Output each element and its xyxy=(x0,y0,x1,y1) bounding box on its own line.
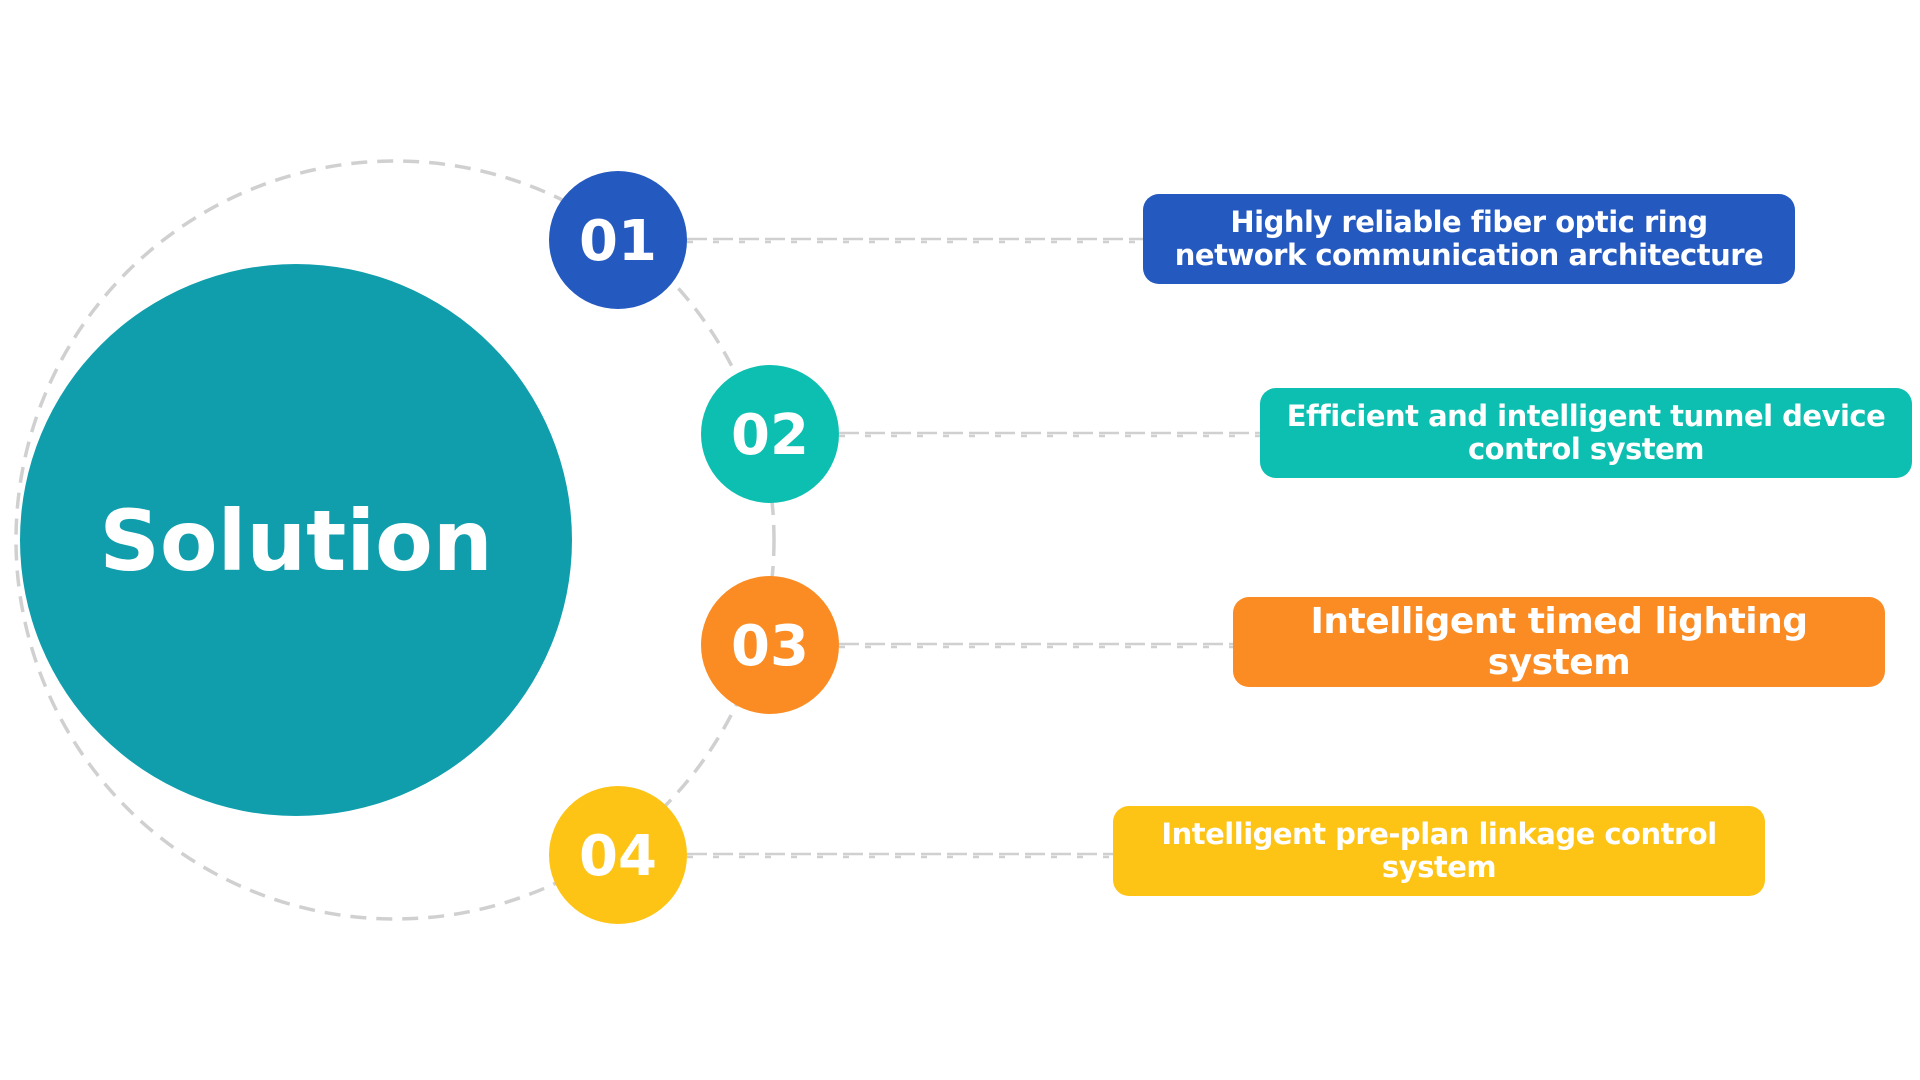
dashed-guide-ring xyxy=(14,159,776,921)
item-box-03: Intelligent timed lighting system xyxy=(1233,597,1885,687)
item-box-01: Highly reliable fiber optic ring network… xyxy=(1143,194,1795,284)
item-label-04: Intelligent pre-plan linkage control sys… xyxy=(1161,816,1717,884)
item-box-04: Intelligent pre-plan linkage control sys… xyxy=(1113,806,1765,896)
number-label-01: 01 xyxy=(579,209,657,274)
item-label-02: Efficient and intelligent tunnel device … xyxy=(1286,398,1886,466)
item-label-03: Intelligent timed lighting system xyxy=(1310,600,1808,683)
number-circle-03 xyxy=(701,576,839,714)
number-label-02: 02 xyxy=(731,403,809,468)
number-label-03: 03 xyxy=(731,614,809,679)
item-box-02: Efficient and intelligent tunnel device … xyxy=(1260,388,1912,478)
number-circle-04 xyxy=(549,786,687,924)
item-label-01: Highly reliable fiber optic ring network… xyxy=(1174,204,1764,272)
number-circle-01 xyxy=(549,171,687,309)
center-circle xyxy=(20,264,572,816)
center-title: Solution xyxy=(99,492,492,590)
number-label-04: 04 xyxy=(579,824,657,889)
number-circle-02 xyxy=(701,365,839,503)
